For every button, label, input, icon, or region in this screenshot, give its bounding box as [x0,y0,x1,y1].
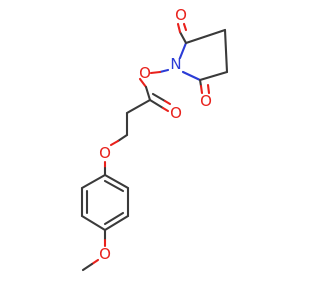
bond-benzene-4 [80,214,107,232]
bond-co-bottom-b [199,84,204,95]
bond-co-top-c [182,22,188,32]
bond-chain-1 [125,98,152,115]
bond-benzene-1 [103,173,130,190]
bond-co-bottom-c [206,83,211,95]
bond-benzene-3 [103,214,130,232]
bond-ester-co-a-red [161,106,170,113]
bond-ester-co-b [151,92,167,103]
bond-benzene-6 [80,173,107,190]
bond-o-ester-c [144,85,152,102]
bond-ring-n-c1 [178,41,188,60]
bond-ester-co-b-red [163,99,172,106]
bond-n-o-red [149,70,162,75]
atom-o-imide-bottom: O [200,92,212,110]
bond-benzene-inner-1 [103,179,125,193]
structure-canvas: O O N O O O O [80,6,229,272]
bond-co-top-b [176,22,182,34]
bond-n-o [158,68,170,74]
bond-ring-c3-c4 [198,70,229,82]
bond-methoxy-b [81,262,94,272]
bond-benzene-inner-2 [103,211,125,226]
bond-chain-3 [116,133,129,143]
atom-o-imide-top: O [175,6,187,24]
atom-o-ether: O [99,144,111,162]
atom-o-methoxy: O [99,245,111,263]
bond-co-top-a [178,30,188,45]
bond-methoxy-b-red [90,258,100,266]
bond-ring-c2-c3 [223,28,229,74]
bond-o-ester-c-red [138,77,148,89]
bond-ester-co-a [148,98,165,110]
bond-ring-c4-n [181,70,202,82]
atom-n-imide: N [170,55,181,73]
bond-ring-c1-c2 [184,28,227,45]
bond-chain-3-red [109,139,120,147]
molecule-diagram: O O N O O O O [80,6,229,272]
atom-o-carbonyl: O [170,104,182,122]
atom-o-ester-link: O [139,64,151,82]
